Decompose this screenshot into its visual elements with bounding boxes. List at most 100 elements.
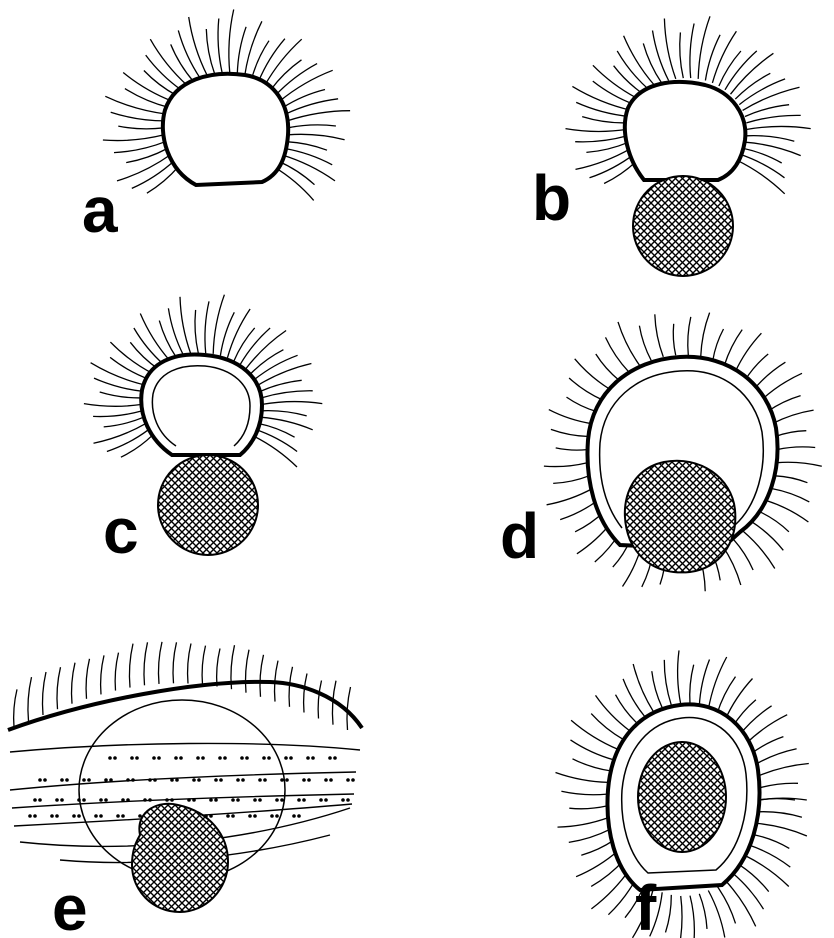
cilium [754, 749, 797, 766]
granule [104, 778, 108, 782]
granule [292, 814, 296, 818]
granule [245, 756, 249, 760]
cilium [104, 417, 144, 427]
cilium [679, 896, 682, 938]
granule [248, 814, 252, 818]
granule [285, 778, 289, 782]
granule [324, 798, 328, 802]
cilium [57, 667, 61, 709]
granule [270, 814, 274, 818]
cilium [260, 380, 302, 391]
granule [240, 756, 244, 760]
cilium [699, 894, 707, 929]
cilium [569, 829, 611, 842]
cilium [237, 27, 246, 74]
cilium [553, 476, 589, 484]
granule [28, 814, 32, 818]
granule [55, 798, 59, 802]
cilium [652, 671, 662, 708]
cilium [262, 402, 322, 405]
cilium [596, 354, 619, 380]
granule [33, 814, 37, 818]
cell-body-b [625, 82, 745, 180]
cilium [643, 43, 661, 83]
granule [148, 798, 152, 802]
granule [253, 814, 257, 818]
cilium [708, 891, 725, 938]
cilium [180, 297, 191, 354]
granule [33, 798, 37, 802]
cilium [678, 650, 681, 704]
cilium [655, 314, 664, 357]
cell-body-a [163, 74, 288, 185]
cilium [745, 856, 789, 887]
cilium [739, 79, 785, 105]
cilium [261, 391, 312, 398]
granule [126, 798, 130, 802]
cilium [229, 10, 234, 74]
granule [201, 756, 205, 760]
cilium [618, 322, 640, 366]
cilium [736, 160, 785, 194]
granule [121, 814, 125, 818]
cilium [556, 448, 587, 450]
cilium [690, 24, 694, 79]
cilium [569, 806, 607, 809]
cilium [576, 148, 631, 169]
cilium [772, 410, 813, 424]
cilium [733, 539, 753, 570]
cilium [188, 644, 191, 684]
cilium [245, 650, 249, 693]
cilium [743, 87, 800, 110]
granule [284, 756, 288, 760]
cilium [777, 447, 815, 450]
granule [148, 778, 152, 782]
cilium [42, 672, 46, 715]
granule [170, 778, 174, 782]
granule [236, 778, 240, 782]
cilium [690, 665, 694, 705]
cilium [747, 136, 795, 142]
cilium [725, 880, 756, 926]
granule [236, 798, 240, 802]
cilium [750, 845, 790, 867]
granule [50, 814, 54, 818]
granule [328, 756, 332, 760]
granule [192, 778, 196, 782]
cilium [283, 90, 325, 108]
cilium [115, 653, 118, 691]
granule [113, 756, 117, 760]
cilium [758, 812, 802, 817]
cilium [84, 404, 142, 407]
panel-label-b: b [532, 162, 571, 234]
granule [104, 798, 108, 802]
cilium [280, 70, 333, 101]
cilium [705, 35, 720, 81]
cilium [275, 64, 317, 96]
cilium [567, 397, 597, 411]
granule [341, 798, 345, 802]
cilium [758, 783, 798, 788]
cilium [547, 489, 593, 505]
granule [275, 814, 279, 818]
cilium [304, 674, 307, 713]
granule [55, 814, 59, 818]
granule [258, 778, 262, 782]
cilium [220, 312, 234, 355]
cilium [724, 330, 742, 366]
nucleus-e [132, 804, 228, 912]
granule [346, 798, 350, 802]
panel-label-c: c [103, 495, 139, 567]
granule [302, 798, 306, 802]
granule [99, 798, 103, 802]
cilium [745, 354, 768, 380]
cilium [747, 126, 811, 129]
granule [152, 756, 156, 760]
cilium [731, 53, 774, 94]
cilium [118, 126, 164, 129]
cilium [757, 823, 807, 836]
panel-f: f [556, 650, 809, 938]
granule [280, 778, 284, 782]
cilium [288, 134, 345, 139]
